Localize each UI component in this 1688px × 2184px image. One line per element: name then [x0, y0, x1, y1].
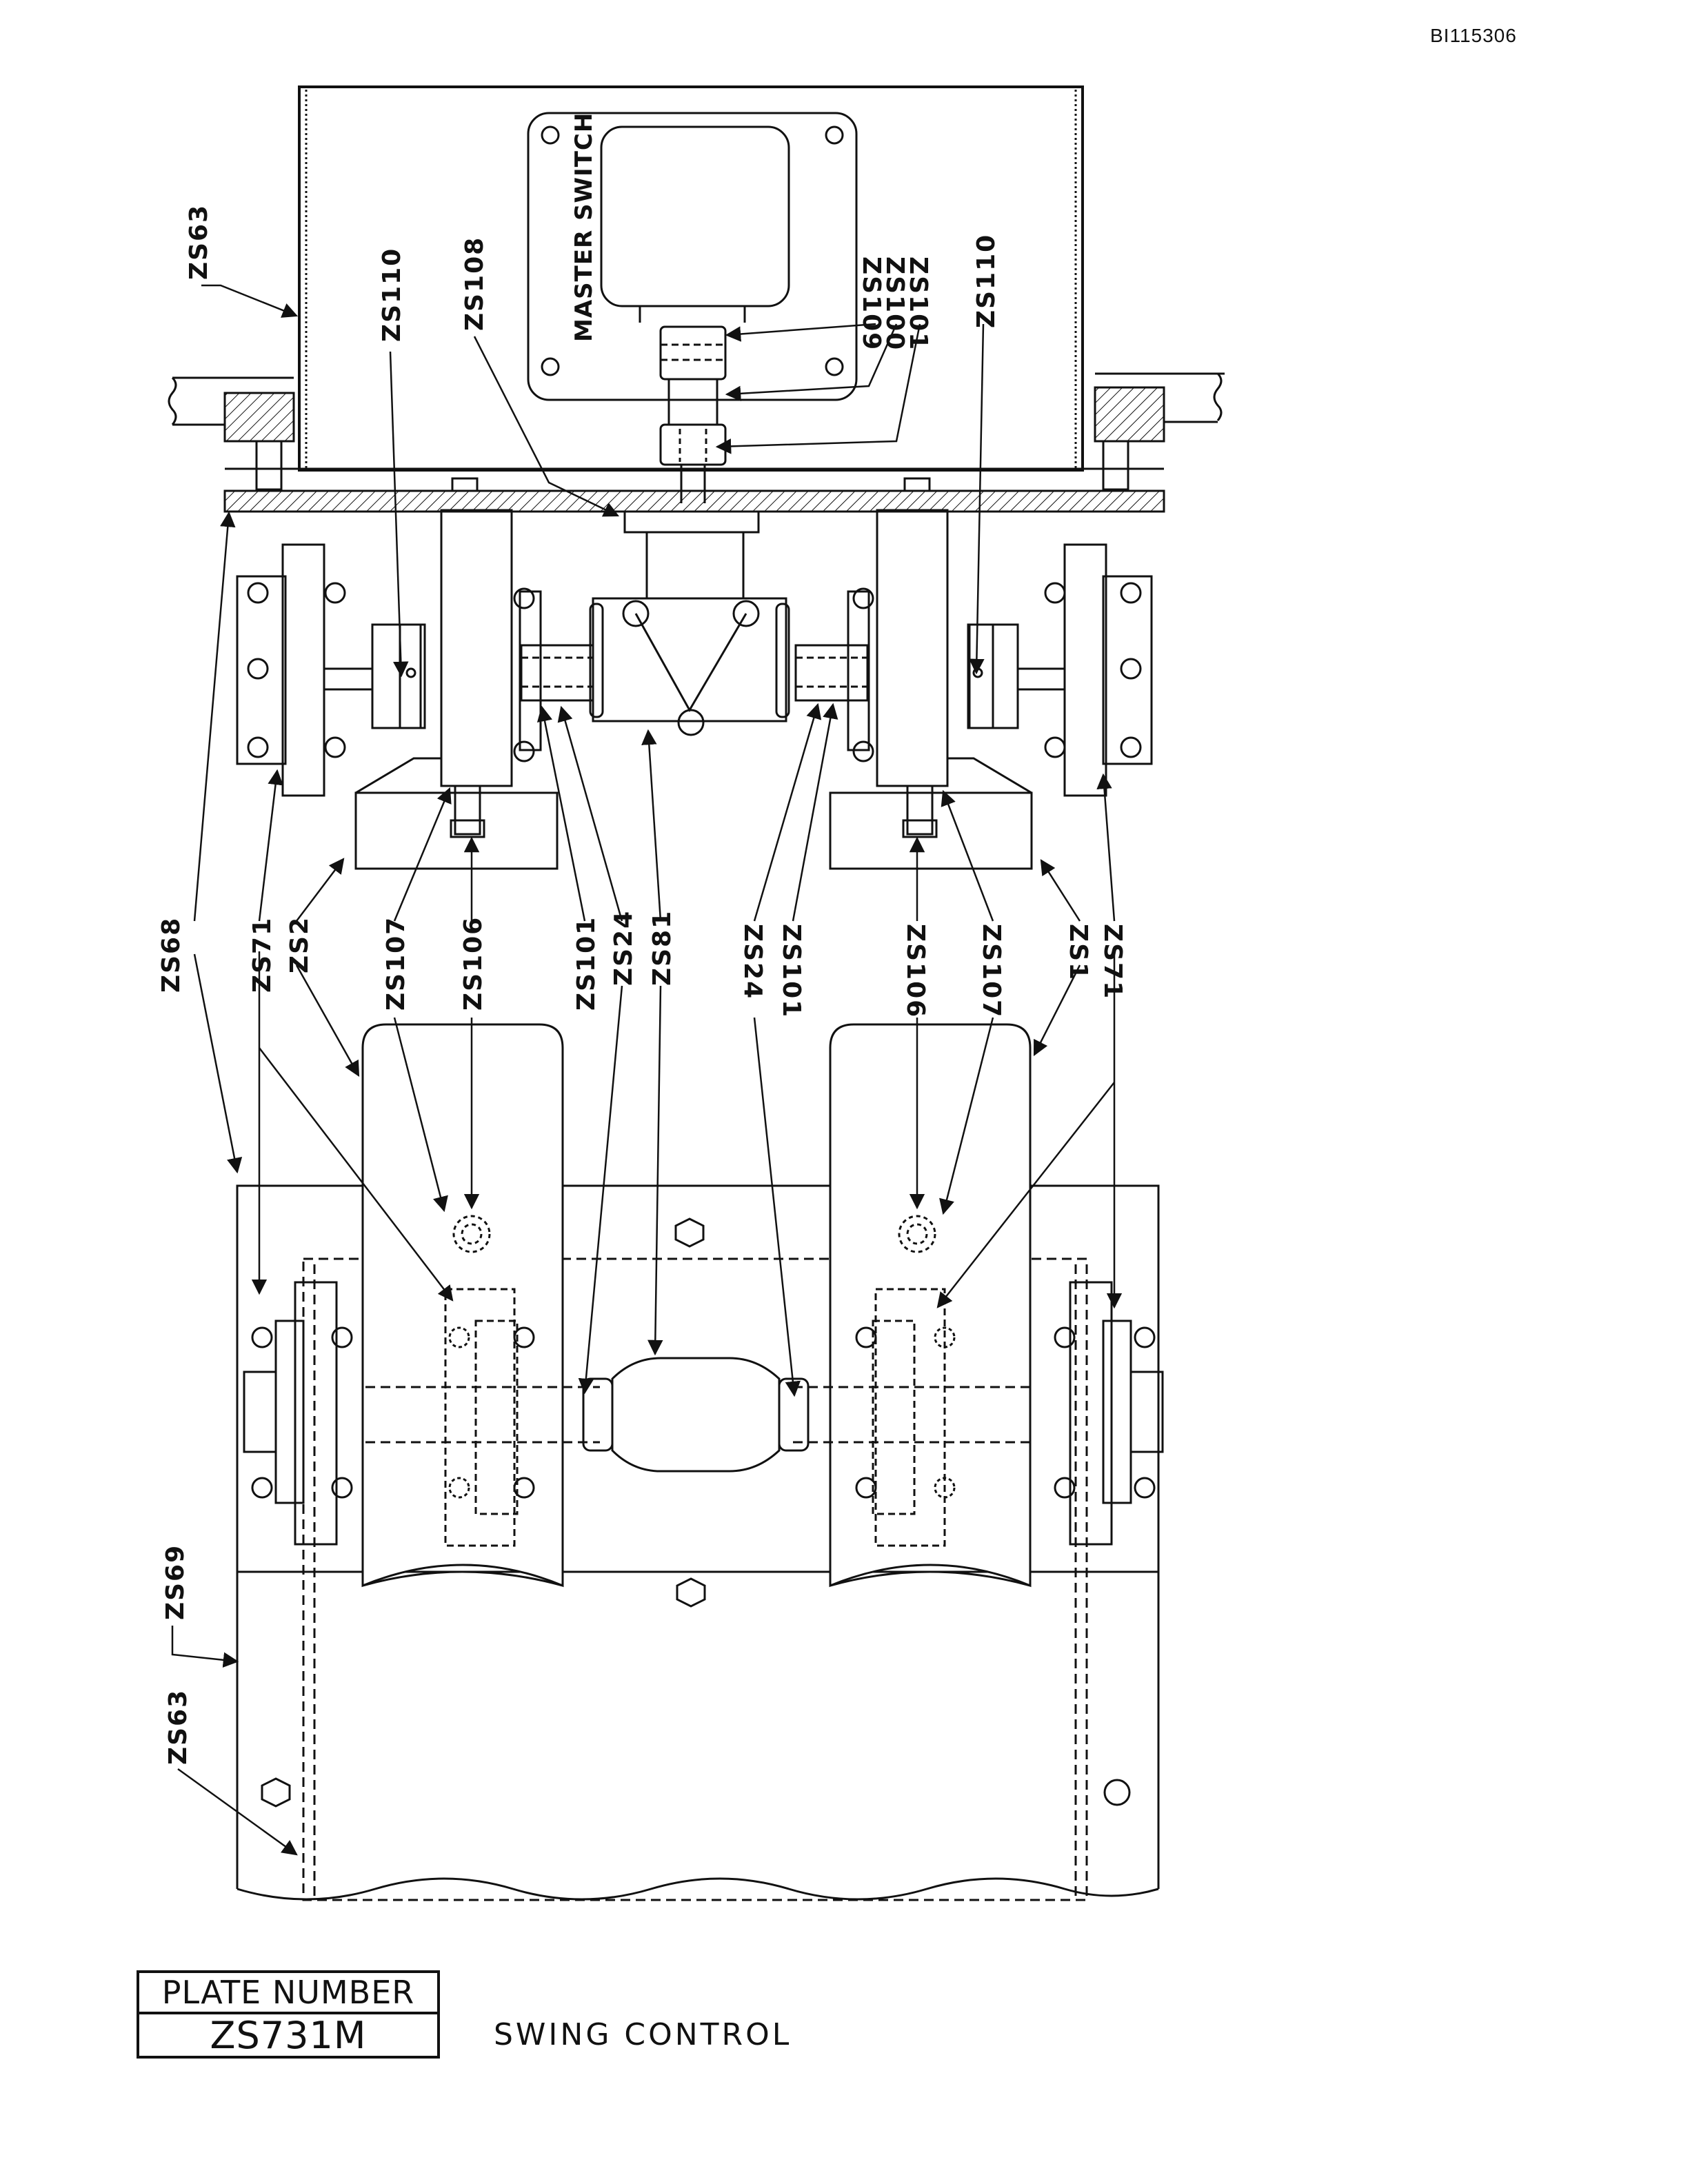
plate-number-value: ZS731M [139, 2012, 437, 2057]
right-side-flange [1094, 372, 1225, 491]
callout-zs109: ZS109 [857, 256, 885, 351]
callout-zs101-left: ZS101 [572, 916, 601, 1011]
callout-zs81: ZS81 [648, 910, 676, 986]
left-side-flange [168, 376, 295, 491]
callout-zs101-right: ZS101 [777, 924, 805, 1018]
callout-zs24-left: ZS24 [610, 910, 638, 986]
callout-zs24-right: ZS24 [738, 924, 767, 1000]
lower-frame [236, 1184, 1160, 1901]
callout-zs110-right: ZS110 [972, 234, 1001, 328]
plate-title: SWING CONTROL [494, 2017, 792, 2052]
right-shaft-assembly [794, 509, 1153, 870]
callout-zs63-top: ZS63 [185, 204, 213, 280]
callout-zs68: ZS68 [157, 917, 185, 993]
plate-number-box: PLATE NUMBER ZS731M [137, 1970, 440, 2059]
left-flange-pack [243, 1281, 535, 1547]
master-switch [527, 112, 858, 401]
callout-zs100: ZS100 [881, 256, 909, 351]
callout-zs2: ZS2 [285, 916, 314, 973]
callout-zs71-left: ZS71 [248, 917, 277, 993]
callout-zs101-top: ZS101 [904, 256, 932, 351]
upper-housing [298, 85, 1084, 472]
lower-shaft [365, 1357, 1034, 1473]
center-bracket [589, 510, 790, 736]
right-flange-pack [855, 1281, 1164, 1547]
callout-zs63-bottom: ZS63 [164, 1689, 192, 1765]
base-plate [223, 467, 1165, 513]
callout-zs1: ZS1 [1064, 924, 1092, 981]
callout-zs71-right: ZS71 [1098, 924, 1127, 1000]
callout-zs107-right: ZS107 [977, 924, 1005, 1018]
right-swing-arm [829, 1023, 1032, 1588]
callout-zs106-left: ZS106 [459, 916, 488, 1011]
left-swing-arm [361, 1023, 564, 1588]
frame-bolts [261, 1215, 1131, 1808]
callout-zs107-left: ZS107 [382, 916, 410, 1011]
leader-lines [171, 284, 1123, 1856]
switch-coupling [659, 325, 727, 503]
document-id: BI115306 [1430, 25, 1517, 46]
master-switch-label: MASTER SWITCH [570, 112, 598, 342]
callout-zs106-right: ZS106 [901, 924, 930, 1018]
left-shaft-assembly [236, 509, 594, 870]
callout-zs108: ZS108 [461, 236, 489, 331]
callout-zs69: ZS69 [161, 1544, 190, 1620]
plate-number-header: PLATE NUMBER [161, 1974, 415, 2011]
callout-labels: ZS63 ZS110 ZS108 MASTER SWITCH ZS109 ZS1… [157, 112, 1127, 1765]
callout-zs110-left: ZS110 [378, 247, 406, 342]
